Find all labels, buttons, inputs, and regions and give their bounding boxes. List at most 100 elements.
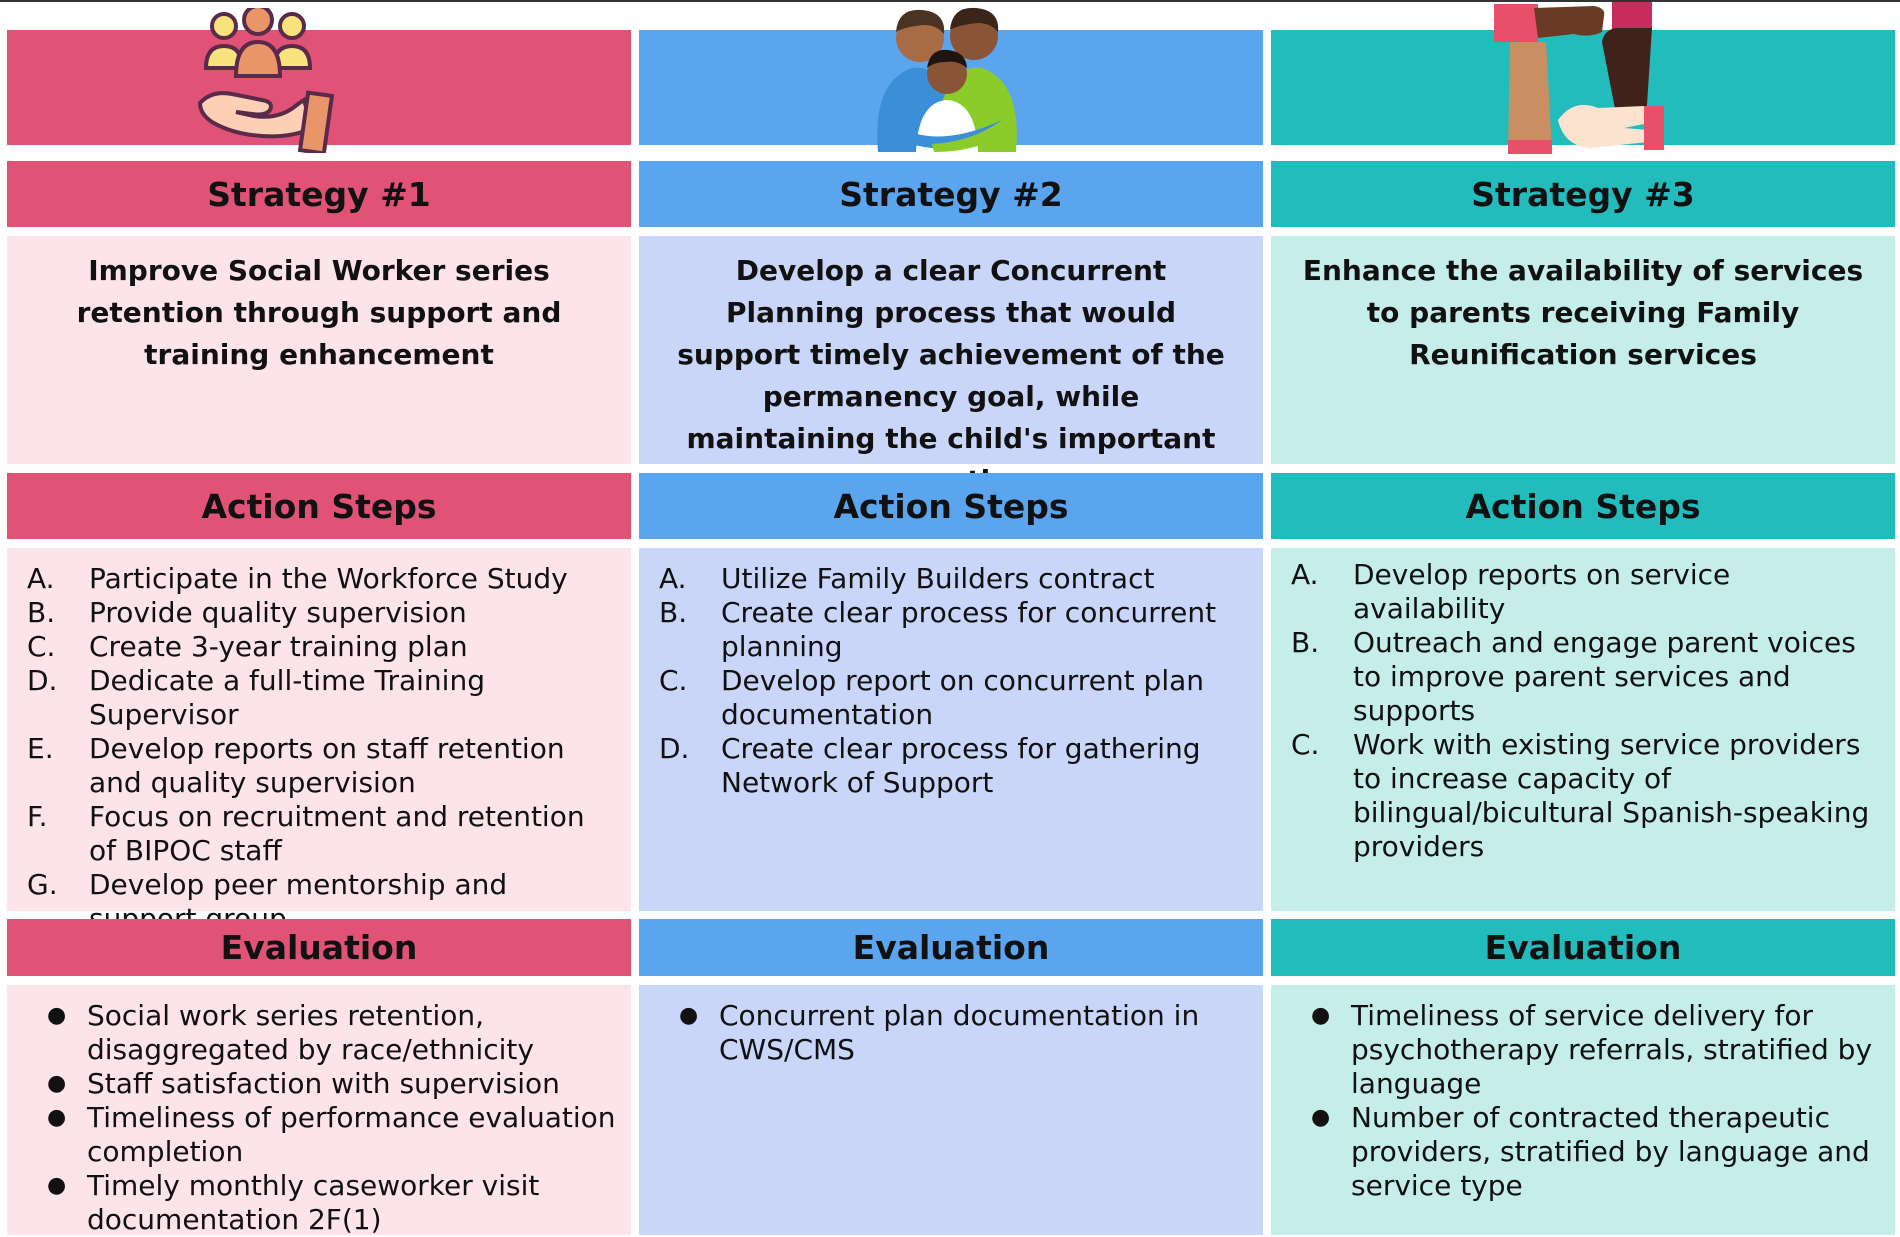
strategy-3-evaluation-title: Evaluation	[1484, 928, 1682, 967]
bullet-icon: ●	[1311, 1003, 1331, 1028]
action-step-text: Develop reports on staff retention and q…	[89, 732, 565, 799]
strategy-2-action-steps-title: Action Steps	[833, 486, 1069, 526]
evaluation-text: Timeliness of performance evaluation com…	[87, 1101, 616, 1168]
strategy-1-header: Strategy #1	[7, 161, 631, 227]
strategy-3-description: Enhance the availability of services to …	[1271, 236, 1895, 464]
action-step-marker: C.	[27, 630, 56, 663]
evaluation-item: ● Timely monthly caseworker visit documen…	[47, 1169, 619, 1237]
strategy-1-evaluation-title: Evaluation	[220, 928, 418, 967]
action-step-text: Outreach and engage parent voices to imp…	[1353, 626, 1856, 727]
action-step-item: D. Create clear process for gathering Net…	[659, 732, 1251, 800]
strategy-2-action-steps-header: Action Steps	[639, 473, 1263, 539]
strategy-2-description: Develop a clear Concurrent Planning proc…	[639, 236, 1263, 497]
action-step-item: B. Provide quality supervision	[27, 596, 619, 630]
action-step-marker: F.	[27, 800, 48, 833]
action-step-item: A. Participate in the Workforce Study	[27, 562, 619, 596]
evaluation-item: ●Staff satisfaction with supervision	[47, 1067, 619, 1101]
action-step-marker: D.	[27, 664, 58, 697]
action-step-text: Create 3-year training plan	[89, 630, 468, 663]
evaluation-item: ● Timeliness of performance evaluation co…	[47, 1101, 619, 1169]
strategy-3-action-list: A. Develop reports on service availabilit…	[1271, 548, 1895, 864]
action-step-item: C. Create 3-year training plan	[27, 630, 619, 664]
action-step-marker: A.	[659, 562, 687, 595]
action-step-marker: A.	[27, 562, 55, 595]
strategy-1-evaluation-header: Evaluation	[7, 919, 631, 976]
action-step-item: F. Focus on recruitment and retention of …	[27, 800, 619, 868]
evaluation-item: ● Concurrent plan documentation in CWS/CM…	[679, 999, 1251, 1067]
family-embrace-icon	[877, 7, 1017, 152]
bullet-icon: ●	[47, 1173, 67, 1198]
action-step-item: B. Outreach and engage parent voices to i…	[1291, 626, 1883, 728]
evaluation-text: Timely monthly caseworker visit document…	[87, 1169, 540, 1236]
strategy-3-header: Strategy #3	[1271, 161, 1895, 227]
strategy-2-description-text: Develop a clear Concurrent Planning proc…	[677, 254, 1225, 497]
action-step-text: Dedicate a full-time Training Supervisor	[89, 664, 485, 731]
action-step-text: Provide quality supervision	[89, 596, 467, 629]
strategy-1-action-steps-header: Action Steps	[7, 473, 631, 539]
strategy-1-description: Improve Social Worker series retention t…	[7, 236, 631, 464]
evaluation-item: ● Social work series retention, disaggreg…	[47, 999, 619, 1067]
strategy-2-evaluation-header: Evaluation	[639, 919, 1263, 976]
strategy-2-evaluation-title: Evaluation	[852, 928, 1050, 967]
action-step-text: Create clear process for gathering Netwo…	[721, 732, 1201, 799]
action-step-marker: D.	[659, 732, 690, 765]
action-step-text: Participate in the Workforce Study	[89, 562, 568, 595]
strategy-column-1: Strategy #1 Improve Social Worker series…	[7, 0, 631, 1237]
action-step-item: A. Utilize Family Builders contract	[659, 562, 1251, 596]
strategy-1-description-text: Improve Social Worker series retention t…	[76, 254, 562, 371]
action-step-text: Develop reports on service availability	[1353, 558, 1731, 625]
action-step-marker: C.	[659, 664, 688, 697]
action-step-text: Work with existing service providers to …	[1353, 728, 1870, 863]
action-step-text: Create clear process for concurrent plan…	[721, 596, 1217, 663]
strategy-2-evaluation: ● Concurrent plan documentation in CWS/CM…	[639, 985, 1263, 1235]
action-step-item: C. Work with existing service providers t…	[1291, 728, 1883, 864]
strategy-3-evaluation-header: Evaluation	[1271, 919, 1895, 976]
action-step-marker: C.	[1291, 728, 1320, 761]
strategy-2-evaluation-list: ● Concurrent plan documentation in CWS/CM…	[639, 985, 1263, 1067]
strategy-3-evaluation: ● Timeliness of service delivery for psyc…	[1271, 985, 1895, 1235]
bullet-icon: ●	[1311, 1105, 1331, 1130]
evaluation-item: ● Number of contracted therapeutic provid…	[1311, 1101, 1883, 1203]
evaluation-text: Staff satisfaction with supervision	[87, 1067, 560, 1100]
evaluation-text: Number of contracted therapeutic provide…	[1351, 1101, 1870, 1202]
strategy-3-evaluation-list: ● Timeliness of service delivery for psyc…	[1271, 985, 1895, 1203]
strategy-1-evaluation: ● Social work series retention, disaggreg…	[7, 985, 631, 1237]
evaluation-item: ● Timeliness of service delivery for psyc…	[1311, 999, 1883, 1101]
action-step-marker: B.	[659, 596, 688, 629]
evaluation-text: Timeliness of service delivery for psych…	[1351, 999, 1873, 1100]
top-border-line	[0, 0, 1900, 2]
action-step-item: B. Create clear process for concurrent pl…	[659, 596, 1251, 664]
bullet-icon: ●	[47, 1105, 67, 1130]
action-step-text: Utilize Family Builders contract	[721, 562, 1155, 595]
evaluation-text: Social work series retention, disaggrega…	[87, 999, 534, 1066]
community-in-hand-icon	[197, 8, 335, 153]
action-step-text: Focus on recruitment and retention of BI…	[89, 800, 585, 867]
strategy-3-action-steps-title: Action Steps	[1465, 486, 1701, 526]
action-step-marker: G.	[27, 868, 58, 901]
action-step-marker: E.	[27, 732, 54, 765]
strategy-3-title: Strategy #3	[1471, 174, 1695, 214]
strategy-2-header: Strategy #2	[639, 161, 1263, 227]
strategy-3-action-steps: A. Develop reports on service availabilit…	[1271, 548, 1895, 911]
evaluation-text: Concurrent plan documentation in CWS/CMS	[719, 999, 1200, 1066]
strategy-3-action-steps-header: Action Steps	[1271, 473, 1895, 539]
action-step-marker: A.	[1291, 558, 1319, 591]
strategy-3-description-text: Enhance the availability of services to …	[1302, 254, 1864, 371]
action-step-item: C. Develop report on concurrent plan docu…	[659, 664, 1251, 732]
joined-hands-icon	[1494, 2, 1664, 154]
action-step-text: Develop report on concurrent plan docume…	[721, 664, 1204, 731]
bullet-icon: ●	[47, 1003, 67, 1028]
action-step-item: E. Develop reports on staff retention and…	[27, 732, 619, 800]
action-step-marker: B.	[1291, 626, 1320, 659]
strategy-1-action-steps-title: Action Steps	[201, 486, 437, 526]
strategy-column-3: Strategy #3 Enhance the availability of …	[1271, 0, 1895, 1235]
action-step-item: D. Dedicate a full-time Training Supervis…	[27, 664, 619, 732]
action-step-marker: B.	[27, 596, 56, 629]
bullet-icon: ●	[679, 1003, 699, 1028]
strategy-1-evaluation-list: ● Social work series retention, disaggreg…	[7, 985, 631, 1237]
strategy-column-2: Strategy #2 Develop a clear Concurrent P…	[639, 0, 1263, 1235]
